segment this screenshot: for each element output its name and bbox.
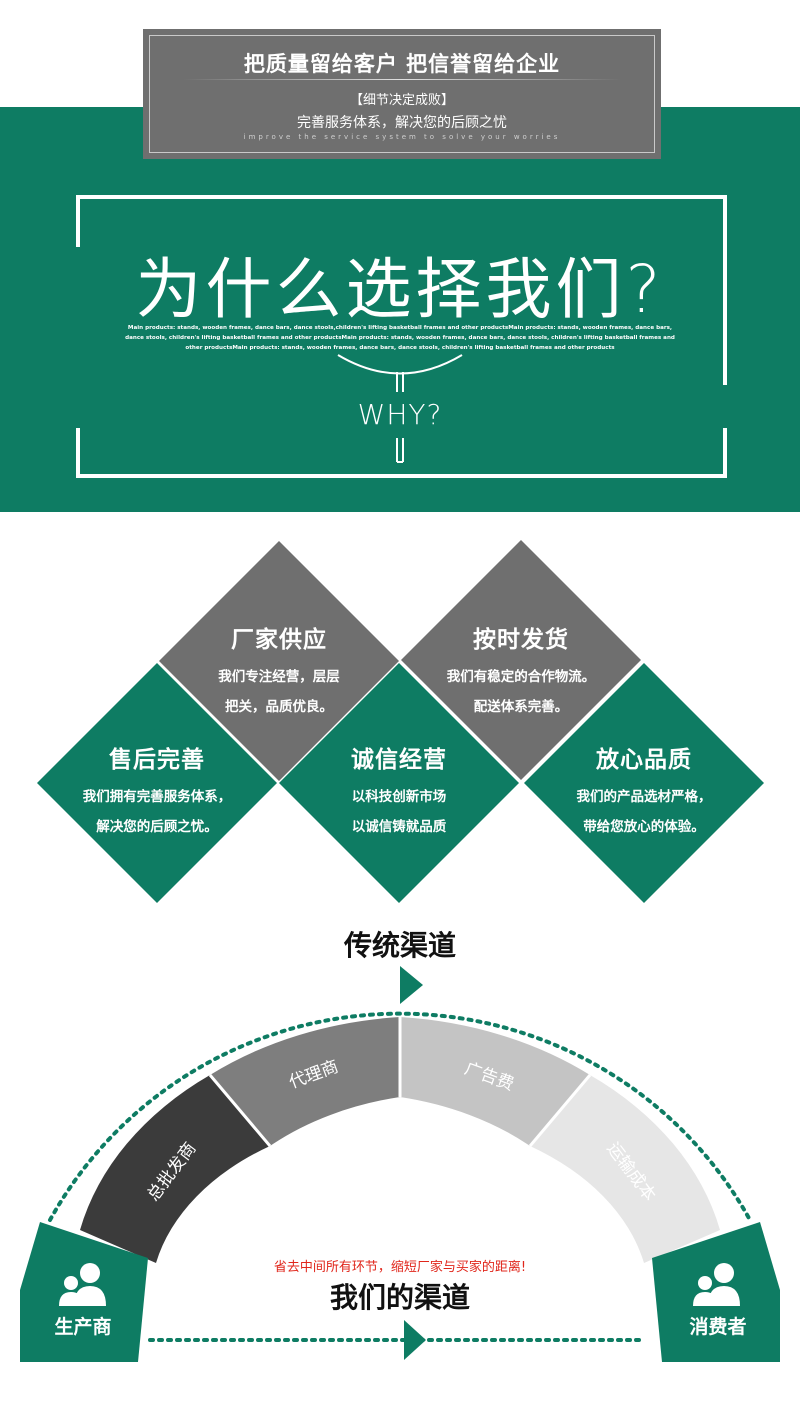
- arc-arrow: [400, 966, 423, 1004]
- feature-line: 把关，品质优良。: [225, 699, 333, 715]
- diamond-delivery: [401, 540, 641, 780]
- traditional-arc: [48, 1011, 752, 1222]
- banner-subtitle-2: 完善服务体系，解决您的后顾之忧: [297, 115, 507, 131]
- traditional-channel-title: 传统渠道: [343, 929, 456, 962]
- why-frame: [76, 195, 727, 478]
- feature-line: 解决您的后顾之忧。: [96, 819, 218, 835]
- segment-agent: [210, 1017, 400, 1146]
- producer-label: 生产商: [54, 1316, 112, 1338]
- banner-english: improve the service system to solve your…: [243, 133, 561, 141]
- diamond-aftersale: [37, 663, 277, 903]
- feature-aftersale: 售后完善 我们拥有完善服务体系， 解决您的后顾之忧。: [47, 740, 267, 842]
- banner-subtitle: 【细节决定成败】: [349, 93, 454, 108]
- feature-line: 带给您放心的体验。: [583, 819, 705, 835]
- feature-factory: 厂家供应 我们专注经营，层层 把关，品质优良。: [179, 620, 379, 722]
- people-icon: [59, 1263, 106, 1306]
- diamond-quality: [524, 663, 764, 903]
- banner-border: [149, 35, 655, 153]
- hero-background: [0, 107, 800, 512]
- banner-title: 把质量留给客户 把信誉留给企业: [243, 52, 561, 76]
- why-tag: WHY?: [357, 398, 443, 431]
- consumer-label: 消费者: [689, 1316, 747, 1338]
- banner-divider: [183, 79, 621, 80]
- feature-line: 我们拥有完善服务体系，: [82, 789, 232, 805]
- our-channel-title: 我们的渠道: [329, 1281, 470, 1314]
- segment-advertising: [400, 1017, 590, 1146]
- feature-title: 售后完善: [109, 747, 205, 773]
- feature-line: 以诚信铸就品质: [351, 819, 447, 835]
- feature-diamonds: [37, 540, 764, 903]
- feature-line: 我们有稳定的合作物流。: [446, 669, 596, 685]
- bottom-arrow: [404, 1320, 426, 1360]
- feature-line: 配送体系完善。: [473, 699, 569, 715]
- why-title: 为什么选择我们?: [135, 251, 665, 328]
- feature-title: 放心品质: [596, 747, 692, 773]
- slogan-banner: 把质量留给客户 把信誉留给企业 【细节决定成败】 完善服务体系，解决您的后顾之忧…: [143, 29, 661, 159]
- diamond-integrity: [279, 663, 519, 903]
- people-icon: [693, 1263, 740, 1306]
- feature-delivery: 按时发货 我们有稳定的合作物流。 配送体系完善。: [421, 620, 621, 722]
- diamond-factory: [159, 541, 399, 781]
- feature-line: 以科技创新市场: [351, 789, 447, 805]
- segment-wholesaler: [80, 1075, 270, 1263]
- feature-line: 我们专注经营，层层: [218, 669, 340, 685]
- feature-line: 我们的产品选材严格，: [576, 789, 712, 805]
- segment-transport: [530, 1075, 720, 1263]
- feature-integrity: 诚信经营 以科技创新市场 以诚信铸就品质: [299, 740, 499, 842]
- feature-title: 厂家供应: [231, 627, 327, 653]
- why-description: Main products: stands, wooden frames, da…: [125, 325, 675, 351]
- feature-quality: 放心品质 我们的产品选材严格， 带给您放心的体验。: [534, 740, 754, 842]
- feature-title: 诚信经营: [351, 747, 447, 773]
- channel-note: 省去中间所有环节，缩短厂家与买家的距离!: [273, 1260, 527, 1275]
- feature-title: 按时发货: [473, 627, 569, 653]
